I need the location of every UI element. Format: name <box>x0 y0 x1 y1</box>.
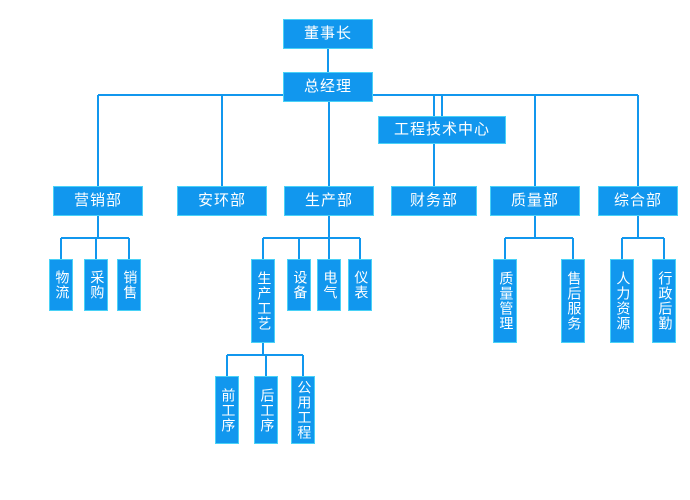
org-node-qa_mgmt[interactable]: 质量管理 <box>493 259 517 343</box>
org-node-marketing[interactable]: 营销部 <box>53 186 143 216</box>
org-node-gm[interactable]: 总经理 <box>283 72 373 102</box>
org-node-label: 营销部 <box>73 191 122 210</box>
org-node-quality[interactable]: 质量部 <box>490 186 580 216</box>
org-node-utility[interactable]: 公用工程 <box>291 376 315 444</box>
org-node-label: 电气 <box>321 270 338 300</box>
org-node-label: 行政后勤 <box>656 271 673 331</box>
org-node-label: 物流 <box>53 270 70 300</box>
org-node-logistics[interactable]: 物流 <box>49 259 73 311</box>
org-node-back_proc[interactable]: 后工序 <box>254 376 278 444</box>
org-node-instrument[interactable]: 仪表 <box>348 259 372 311</box>
org-node-label: 销售 <box>121 270 138 300</box>
org-node-label: 财务部 <box>409 191 458 210</box>
org-node-label: 售后服务 <box>565 271 582 331</box>
org-node-production[interactable]: 生产部 <box>284 186 374 216</box>
org-node-label: 质量管理 <box>497 271 514 331</box>
org-node-chairman[interactable]: 董事长 <box>283 19 373 49</box>
org-node-front_proc[interactable]: 前工序 <box>215 376 239 444</box>
org-node-label: 仪表 <box>352 270 369 300</box>
org-node-proc_tech[interactable]: 生产工艺 <box>251 259 275 343</box>
org-node-label: 后工序 <box>258 387 275 433</box>
org-node-etc[interactable]: 工程技术中心 <box>378 116 506 144</box>
org-node-label: 生产工艺 <box>255 271 272 331</box>
org-node-aftersales[interactable]: 售后服务 <box>561 259 585 343</box>
org-node-label: 设备 <box>291 270 308 300</box>
org-node-finance[interactable]: 财务部 <box>391 186 477 216</box>
org-node-label: 前工序 <box>219 387 236 433</box>
org-node-label: 综合部 <box>613 191 662 210</box>
org-node-label: 总经理 <box>303 77 352 96</box>
org-node-label: 公用工程 <box>295 380 312 440</box>
org-node-equipment[interactable]: 设备 <box>287 259 311 311</box>
org-node-label: 工程技术中心 <box>393 120 490 139</box>
org-node-label: 安环部 <box>197 191 246 210</box>
org-node-electrical[interactable]: 电气 <box>317 259 341 311</box>
org-node-label: 人力资源 <box>614 271 631 331</box>
org-node-sales[interactable]: 销售 <box>117 259 141 311</box>
org-node-safety[interactable]: 安环部 <box>177 186 267 216</box>
org-node-label: 采购 <box>88 270 105 300</box>
org-node-label: 董事长 <box>303 24 352 43</box>
org-node-hr[interactable]: 人力资源 <box>610 259 634 343</box>
org-node-label: 生产部 <box>304 191 353 210</box>
org-node-label: 质量部 <box>510 191 559 210</box>
org-node-general[interactable]: 综合部 <box>598 186 678 216</box>
org-node-purchase[interactable]: 采购 <box>84 259 108 311</box>
org-node-admin[interactable]: 行政后勤 <box>652 259 676 343</box>
